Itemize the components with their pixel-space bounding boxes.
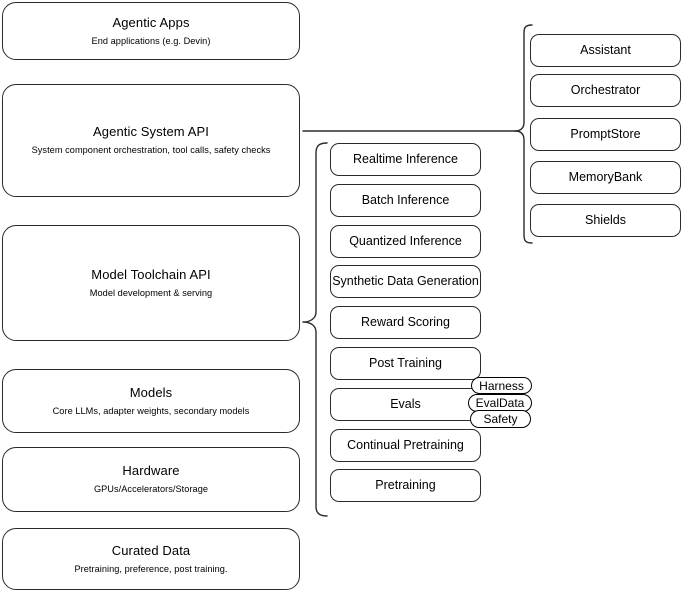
capability-label: Quantized Inference [349, 233, 462, 248]
layer-box-agentic-system-api[interactable]: Agentic System API System component orch… [2, 84, 300, 197]
capability-box-synthetic-data-generation[interactable]: Synthetic Data Generation [330, 265, 481, 298]
component-box-shields[interactable]: Shields [530, 204, 681, 237]
capability-box-realtime-inference[interactable]: Realtime Inference [330, 143, 481, 176]
layer-box-curated-data[interactable]: Curated Data Pretraining, preference, po… [2, 528, 300, 590]
layer-title: Models [129, 384, 173, 400]
layer-subtitle: End applications (e.g. Devin) [91, 35, 211, 46]
capability-label: Continual Pretraining [347, 437, 464, 452]
component-box-assistant[interactable]: Assistant [530, 34, 681, 67]
component-box-memorybank[interactable]: MemoryBank [530, 161, 681, 194]
component-label: Orchestrator [570, 82, 641, 97]
capability-box-quantized-inference[interactable]: Quantized Inference [330, 225, 481, 258]
capability-label: Realtime Inference [353, 151, 458, 166]
capability-label: Reward Scoring [361, 314, 450, 329]
capability-box-reward-scoring[interactable]: Reward Scoring [330, 306, 481, 339]
component-box-promptstore[interactable]: PromptStore [530, 118, 681, 151]
component-label: MemoryBank [568, 169, 643, 184]
layer-subtitle: GPUs/Accelerators/Storage [93, 484, 209, 495]
layer-title: Model Toolchain API [91, 266, 211, 282]
capability-box-batch-inference[interactable]: Batch Inference [330, 184, 481, 217]
layer-box-models[interactable]: Models Core LLMs, adapter weights, secon… [2, 369, 300, 433]
capability-label: Batch Inference [361, 192, 450, 207]
capability-box-pretraining[interactable]: Pretraining [330, 469, 481, 502]
layer-box-model-toolchain-api[interactable]: Model Toolchain API Model development & … [2, 225, 300, 341]
layer-subtitle: System component orchestration, tool cal… [31, 145, 271, 156]
capability-box-continual-pretraining[interactable]: Continual Pretraining [330, 429, 481, 462]
layer-title: Agentic Apps [112, 14, 190, 30]
layer-title: Hardware [122, 463, 180, 479]
component-label: Assistant [580, 42, 631, 57]
capability-label: Evals [390, 396, 421, 411]
layer-box-hardware[interactable]: Hardware GPUs/Accelerators/Storage [2, 447, 300, 512]
layer-title: Curated Data [111, 542, 191, 558]
component-label: PromptStore [570, 126, 641, 141]
capability-label: Post Training [369, 355, 442, 370]
layer-subtitle: Pretraining, preference, post training. [74, 563, 228, 574]
capability-label: Synthetic Data Generation [332, 273, 479, 288]
component-box-orchestrator[interactable]: Orchestrator [530, 74, 681, 107]
layer-title: Agentic System API [93, 124, 209, 140]
component-label: Shields [585, 212, 626, 227]
capability-box-evals[interactable]: Evals [330, 388, 481, 421]
layer-subtitle: Core LLMs, adapter weights, secondary mo… [52, 405, 250, 416]
layer-box-agentic-apps[interactable]: Agentic Apps End applications (e.g. Devi… [2, 2, 300, 60]
layer-subtitle: Model development & serving [89, 287, 213, 298]
eval-tag-safety[interactable]: Safety [470, 410, 531, 428]
eval-tag-harness[interactable]: Harness [471, 377, 532, 394]
middle-brace [302, 142, 328, 517]
capability-box-post-training[interactable]: Post Training [330, 347, 481, 380]
capability-label: Pretraining [375, 477, 436, 492]
